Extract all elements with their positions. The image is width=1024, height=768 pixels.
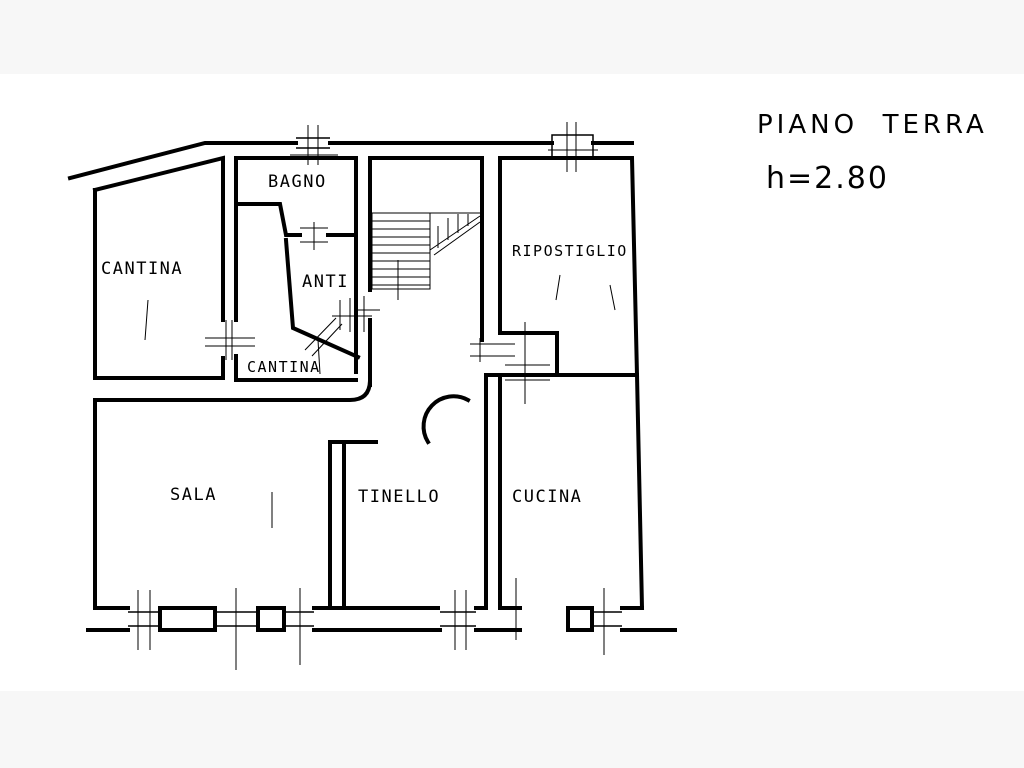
door-cantina-left xyxy=(205,320,255,360)
south-wall xyxy=(86,606,677,632)
door-ripostiglio xyxy=(470,338,515,362)
cantina-left-walls-lower xyxy=(93,188,225,380)
staircase xyxy=(371,212,481,300)
ripostiglio-walls xyxy=(498,156,640,378)
room-label-bagno: BAGNO xyxy=(268,172,327,192)
room-label-cantina: CANTINA xyxy=(101,259,183,279)
room-label-tinello: TINELLO xyxy=(358,487,440,507)
bagno-inner-wall xyxy=(234,202,302,237)
cantina-left-walls xyxy=(92,155,225,322)
room-label-cantina-small: CANTINA xyxy=(247,358,321,376)
sala-east-wall xyxy=(328,440,378,610)
tinello-walls xyxy=(342,440,440,610)
room-label-cucina: CUCINA xyxy=(512,487,582,507)
room-label-ripostiglio: RIPOSTIGLIO xyxy=(512,242,628,260)
door-cucina xyxy=(505,322,550,404)
anti-diagonal-wall xyxy=(283,237,361,360)
room-label-sala: SALA xyxy=(170,485,217,505)
stair-walls xyxy=(368,156,484,342)
drawing-title: PIANO TERRA xyxy=(757,110,988,140)
sketch-marks xyxy=(144,274,616,528)
door-small-corridor xyxy=(355,296,380,332)
door-swing-arc xyxy=(421,394,471,445)
ripostiglio-closet xyxy=(498,331,559,374)
door-bagno xyxy=(300,222,328,250)
room-label-anti: ANTI xyxy=(302,272,349,292)
window-top-ripostiglio xyxy=(548,122,598,172)
door-anti xyxy=(332,298,372,332)
north-wall xyxy=(67,141,298,181)
bagno-walls xyxy=(234,156,358,374)
door-cantina-small xyxy=(304,317,343,375)
cucina-east-wall xyxy=(634,372,645,611)
corridor-north-wall xyxy=(93,377,373,402)
ceiling-height-note: h=2.80 xyxy=(766,161,889,196)
drawing-sheet xyxy=(0,74,1024,691)
south-windows xyxy=(128,578,622,670)
